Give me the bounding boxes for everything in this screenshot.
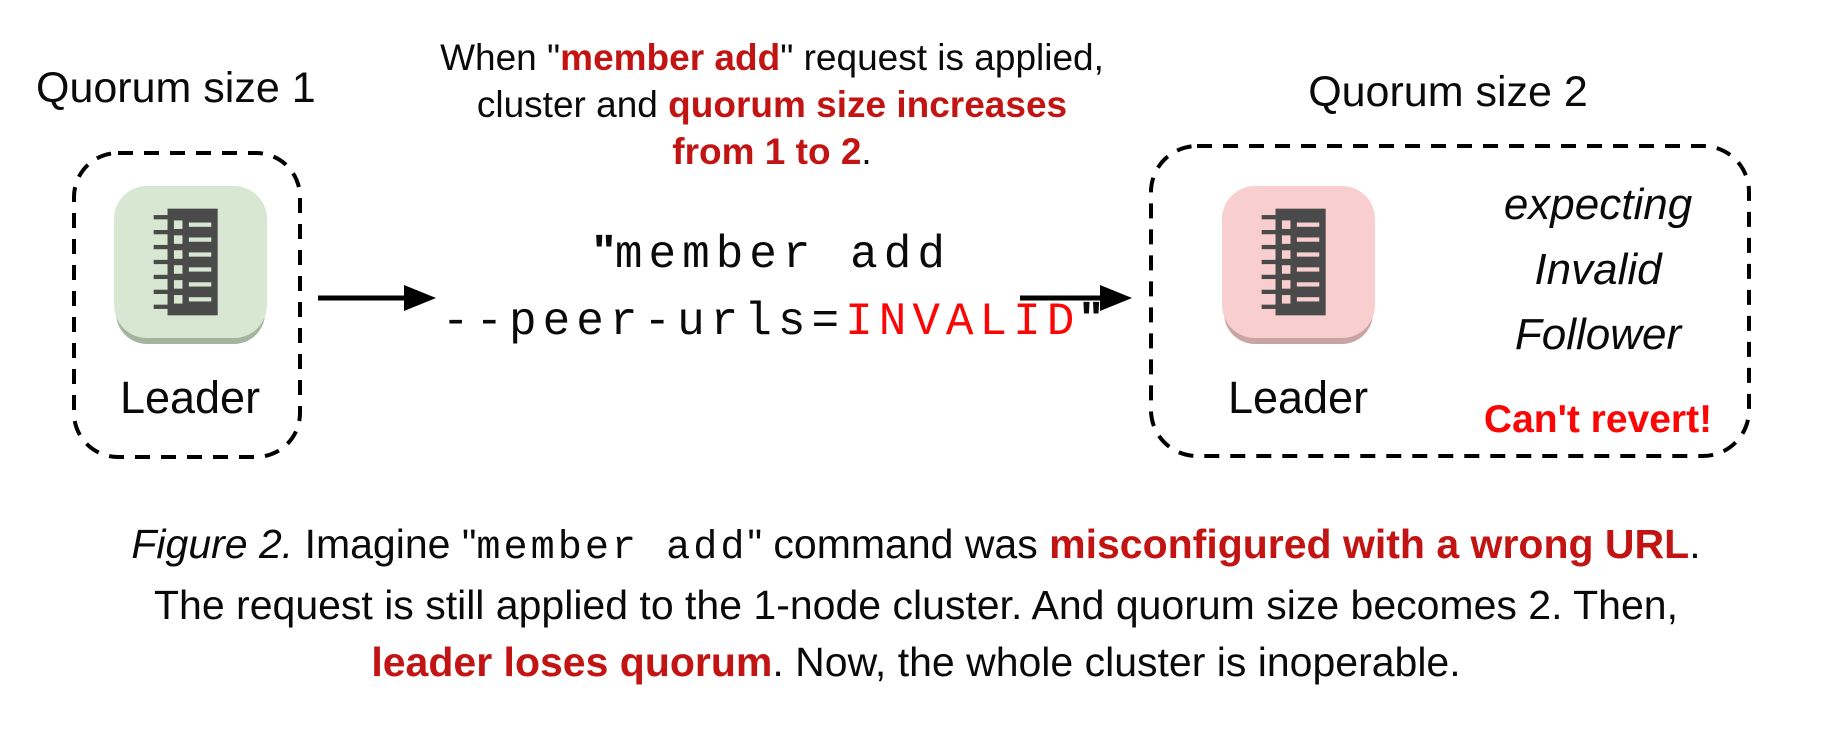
left-cluster-title: Quorum size 1 <box>36 64 316 112</box>
figure-caption: Figure 2. Imagine "member add" command w… <box>0 516 1832 691</box>
command-line-1: "member add <box>593 225 951 281</box>
arrow-command-to-right <box>1020 285 1132 311</box>
annotation-line-1: When "member add" request is applied, <box>440 37 1104 78</box>
caption-line-1: Figure 2. Imagine "member add" command w… <box>131 521 1701 571</box>
member-add-command: "member add --peer-urls=INVALID" <box>412 220 1132 354</box>
command-line-2: --peer-urls=INVALID" <box>441 292 1103 348</box>
caption-line-2: The request is still applied to the 1-no… <box>154 582 1678 628</box>
right-leader-label: Leader <box>1227 372 1369 423</box>
leader-node-icon-green <box>114 186 267 338</box>
annotation-line-2: cluster and quorum size increases <box>476 84 1068 125</box>
right-cluster-dashed-box <box>1149 144 1751 458</box>
cant-revert-warning: Can't revert! <box>1483 398 1713 441</box>
etcd-member-ledger-glyph <box>153 208 218 316</box>
arrow-left-to-command <box>318 285 436 311</box>
member-add-annotation: When "member add" request is applied, cl… <box>422 34 1122 175</box>
caption-line-3: leader loses quorum. Now, the whole clus… <box>371 639 1461 685</box>
annotation-line-3: from 1 to 2. <box>672 131 872 172</box>
left-leader-label: Leader <box>119 372 261 423</box>
leader-node-icon-pink <box>1222 186 1375 338</box>
right-cluster-title: Quorum size 2 <box>1308 68 1588 116</box>
left-cluster-dashed-box <box>72 151 302 459</box>
expecting-invalid-follower-note: expecting Invalid Follower <box>1503 180 1693 359</box>
etcd-member-ledger-glyph <box>1261 208 1326 316</box>
